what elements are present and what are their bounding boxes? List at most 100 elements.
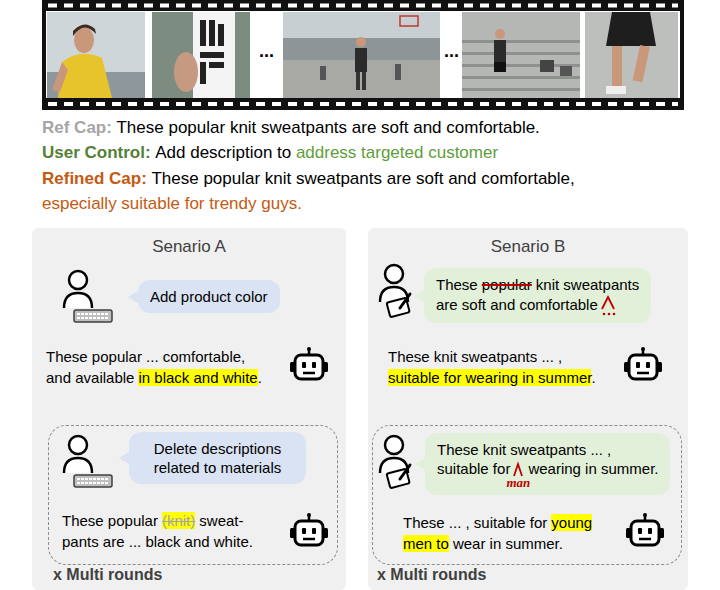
robot-icon xyxy=(295,521,323,545)
robot-icon xyxy=(637,372,649,375)
film-frame xyxy=(218,24,224,46)
film-border xyxy=(42,98,684,110)
robot-icon xyxy=(303,538,315,541)
film-frame xyxy=(362,72,366,90)
film-frame xyxy=(540,60,554,72)
film-frame xyxy=(633,45,650,82)
instruction-bubble: Delete descriptions related to materials xyxy=(129,432,306,484)
robot-icon xyxy=(638,528,642,534)
label-text: Add description to xyxy=(155,143,291,162)
rounds-note: x Multi rounds xyxy=(377,566,685,584)
robot-icon xyxy=(290,528,295,538)
instruction-bubble: Add product color xyxy=(138,280,280,313)
editor-icon xyxy=(400,465,410,479)
film-frame xyxy=(58,54,112,98)
film-frame xyxy=(356,72,360,90)
robot-icon xyxy=(312,528,316,534)
label-text: Ref Cap: xyxy=(42,118,112,137)
text-line: These popular(knit)sweat-pants are ... b… xyxy=(62,510,253,552)
film-frame xyxy=(200,52,224,58)
film-frame xyxy=(209,62,224,68)
film-frame xyxy=(606,86,626,94)
robot-icon xyxy=(646,362,650,368)
label-text: men to xyxy=(403,535,449,552)
film-frame xyxy=(585,12,678,98)
scenario-title: Senario A xyxy=(32,237,346,257)
film-frame xyxy=(320,66,326,80)
video-filmstrip xyxy=(0,0,720,112)
robot-icon xyxy=(657,362,662,372)
label-text: These knit sweatpants ... , xyxy=(388,348,562,365)
bubble-text: Add product color xyxy=(150,288,268,305)
robot-icon xyxy=(290,362,295,372)
user-icon xyxy=(74,310,112,322)
robot-icon xyxy=(302,362,306,368)
insert-mark xyxy=(512,461,524,477)
robot-icon xyxy=(624,362,629,372)
editor-icon xyxy=(400,294,410,308)
insert-mark xyxy=(607,313,610,316)
robot-icon xyxy=(295,355,323,379)
film-frame xyxy=(152,12,250,98)
user-icon xyxy=(64,271,112,322)
text-line: Ref Cap:These popular knit sweatpants ar… xyxy=(42,116,540,140)
film-frame xyxy=(560,66,572,76)
label-text: These popular knit sweatpants are soft a… xyxy=(151,169,574,188)
label-text: in black and white xyxy=(138,369,257,386)
film-frame xyxy=(395,64,401,80)
robot-icon xyxy=(626,513,664,545)
robot-icon xyxy=(323,362,328,372)
label-text: These popular xyxy=(62,512,158,529)
user-icon xyxy=(77,313,109,315)
film-frame xyxy=(209,20,215,46)
robot-icon xyxy=(624,347,662,379)
insert-mark xyxy=(602,313,605,316)
film-frame xyxy=(400,16,418,26)
film-border xyxy=(680,0,684,110)
insertion: man xyxy=(512,461,524,477)
insert-mark xyxy=(514,464,522,476)
film-frame xyxy=(494,62,506,72)
film-frame xyxy=(356,37,366,47)
robot-icon xyxy=(312,362,316,368)
film-frame xyxy=(193,12,235,98)
editor-icon xyxy=(380,265,410,317)
robot-icon xyxy=(302,528,306,534)
film-frame xyxy=(200,62,206,84)
label-text: Refined Cap: xyxy=(42,169,147,188)
film-border xyxy=(48,4,678,8)
label-text: These popular knit sweatpants are soft a… xyxy=(116,118,539,137)
film-frame xyxy=(494,40,506,62)
film-frame xyxy=(495,29,505,39)
user-icon xyxy=(69,436,87,454)
inserted-word: man xyxy=(506,475,530,491)
text-line: User Control:Add description toaddress t… xyxy=(42,141,498,165)
user-icon xyxy=(64,293,92,308)
robot-icon xyxy=(636,362,640,368)
film-frame xyxy=(462,12,580,98)
bubble-text: suitable for xyxy=(437,460,510,477)
film-border xyxy=(42,0,684,11)
film-frame xyxy=(73,24,96,36)
film-frame xyxy=(152,12,250,98)
label-text: (knit) xyxy=(162,512,195,529)
label-text: . xyxy=(258,369,262,386)
bubble-text: knit sweatpants xyxy=(536,276,639,293)
robot-icon xyxy=(659,528,664,538)
insert-mark xyxy=(599,294,619,316)
film-frame xyxy=(606,12,656,46)
film-border xyxy=(42,0,684,110)
robot-icon xyxy=(643,513,647,517)
edit-bubble: Thesepopularknit sweatpantsare soft and … xyxy=(424,268,651,323)
label-text: ... xyxy=(444,41,459,61)
label-text: These popular ... comfortable, xyxy=(46,348,245,365)
text-line: ... xyxy=(444,40,459,62)
film-border xyxy=(42,0,46,110)
robot-icon xyxy=(641,347,645,351)
text-line: ... xyxy=(259,40,274,62)
label-text: young xyxy=(551,514,592,531)
robot-icon xyxy=(307,513,311,517)
robot-icon xyxy=(648,528,652,534)
film-frame xyxy=(462,52,580,55)
rounds-note: x Multi rounds xyxy=(53,566,341,584)
